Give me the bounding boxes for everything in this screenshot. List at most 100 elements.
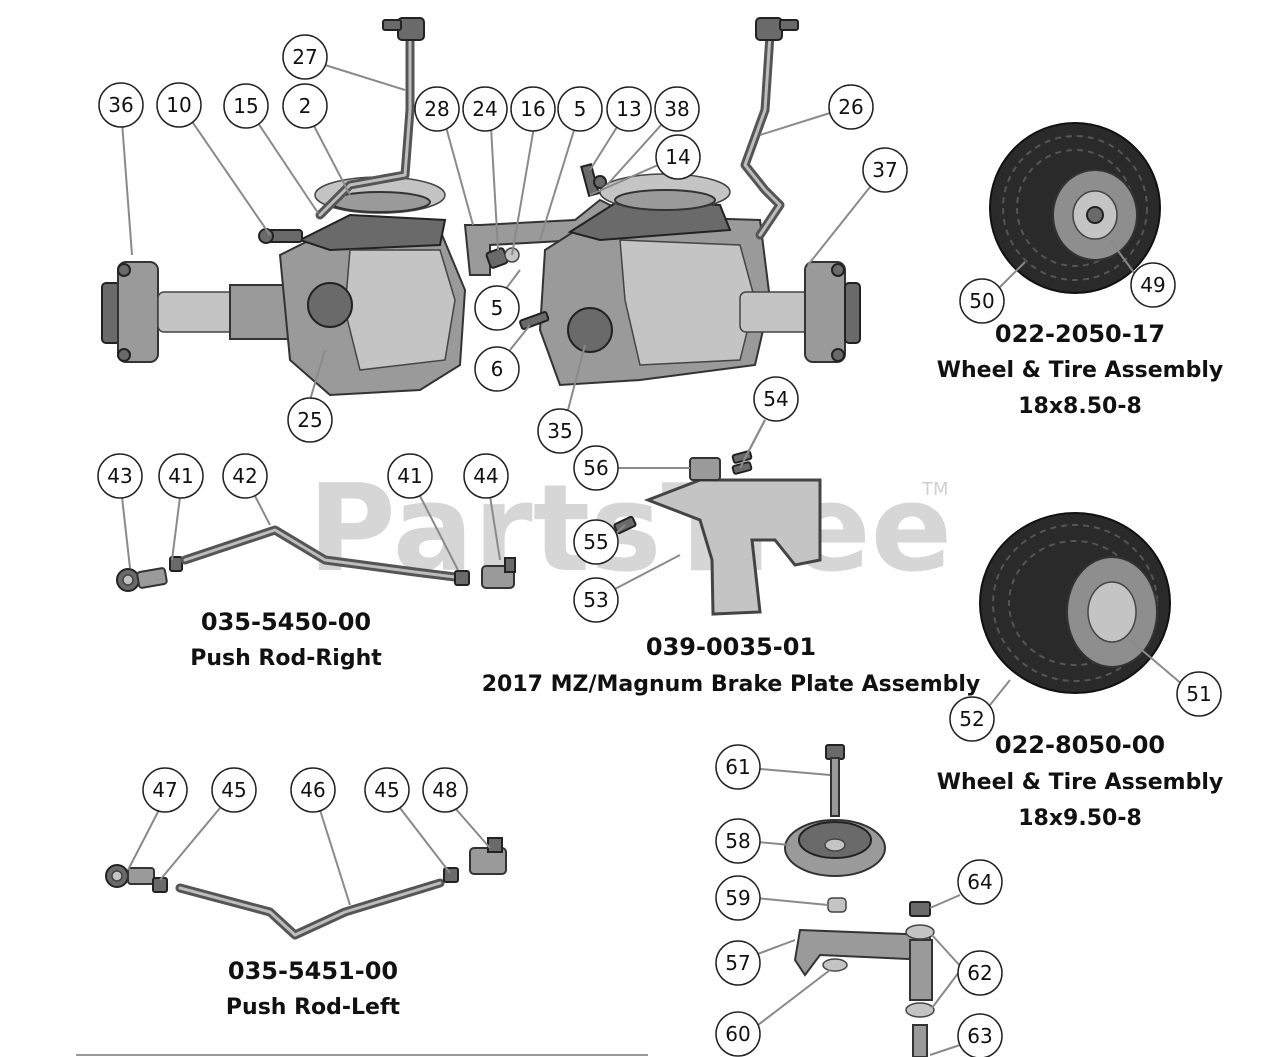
svg-text:62: 62 bbox=[967, 961, 992, 985]
pushrod-left-name: Push Rod-Left bbox=[226, 995, 401, 1020]
svg-text:45: 45 bbox=[374, 778, 399, 802]
svg-text:5: 5 bbox=[491, 296, 504, 320]
callout-60: 60 bbox=[715, 1011, 761, 1057]
svg-text:6: 6 bbox=[491, 357, 504, 381]
tire1-name: Wheel & Tire Assembly bbox=[937, 358, 1223, 383]
svg-text:46: 46 bbox=[300, 778, 325, 802]
svg-text:10: 10 bbox=[166, 93, 191, 117]
svg-text:60: 60 bbox=[725, 1022, 750, 1046]
idler-assembly-drawing bbox=[784, 744, 935, 1057]
leader-lines bbox=[121, 64, 1184, 1056]
svg-text:27: 27 bbox=[292, 45, 317, 69]
tire1-size: 18x8.50-8 bbox=[1018, 394, 1142, 419]
svg-text:26: 26 bbox=[838, 95, 863, 119]
pushrod-right-name: Push Rod-Right bbox=[190, 646, 382, 671]
callout-59: 59 bbox=[715, 875, 761, 921]
callout-37: 37 bbox=[862, 147, 908, 193]
callout-2: 2 bbox=[282, 83, 328, 129]
svg-text:50: 50 bbox=[969, 289, 994, 313]
svg-text:16: 16 bbox=[520, 97, 545, 121]
callout-52: 52 bbox=[949, 696, 995, 742]
svg-text:37: 37 bbox=[872, 158, 897, 182]
callout-53: 53 bbox=[573, 577, 619, 623]
push-rod-left-drawing bbox=[105, 837, 507, 940]
svg-text:35: 35 bbox=[547, 419, 572, 443]
svg-text:54: 54 bbox=[763, 387, 788, 411]
pushrod-left-part-number: 035-5451-00 bbox=[228, 957, 398, 985]
callout-50: 50 bbox=[959, 278, 1005, 324]
callout-5a: 5 bbox=[557, 86, 603, 132]
callout-41b: 41 bbox=[387, 453, 433, 499]
callout-55: 55 bbox=[573, 519, 619, 565]
svg-text:41: 41 bbox=[168, 464, 193, 488]
assembly-labels: 022-2050-17 Wheel & Tire Assembly 18x8.5… bbox=[190, 320, 1223, 1020]
tire2-name: Wheel & Tire Assembly bbox=[937, 770, 1223, 795]
callout-49: 49 bbox=[1130, 262, 1176, 308]
svg-text:49: 49 bbox=[1140, 273, 1165, 297]
callout-27: 27 bbox=[282, 34, 328, 80]
tire2-size: 18x9.50-8 bbox=[1018, 806, 1142, 831]
svg-text:41: 41 bbox=[397, 464, 422, 488]
svg-text:56: 56 bbox=[583, 456, 608, 480]
svg-text:58: 58 bbox=[725, 829, 750, 853]
brake-plate-drawing bbox=[613, 450, 822, 616]
svg-text:55: 55 bbox=[583, 530, 608, 554]
svg-text:63: 63 bbox=[967, 1024, 992, 1048]
svg-text:15: 15 bbox=[233, 94, 258, 118]
callout-64: 64 bbox=[957, 859, 1003, 905]
callout-38: 38 bbox=[654, 86, 700, 132]
svg-text:36: 36 bbox=[108, 93, 133, 117]
left-transaxle bbox=[101, 176, 467, 397]
svg-text:51: 51 bbox=[1186, 682, 1211, 706]
push-rod-right-drawing bbox=[116, 525, 516, 592]
svg-text:43: 43 bbox=[107, 464, 132, 488]
svg-text:2: 2 bbox=[299, 94, 312, 118]
callout-63: 63 bbox=[957, 1013, 1003, 1057]
control-rod-left bbox=[740, 17, 799, 240]
svg-text:57: 57 bbox=[725, 951, 750, 975]
callout-36: 36 bbox=[98, 82, 144, 128]
callout-28: 28 bbox=[414, 86, 460, 132]
callout-45a: 45 bbox=[211, 767, 257, 813]
callout-42: 42 bbox=[222, 453, 268, 499]
svg-text:44: 44 bbox=[473, 464, 498, 488]
callout-56: 56 bbox=[573, 445, 619, 491]
svg-text:5: 5 bbox=[574, 97, 587, 121]
svg-text:53: 53 bbox=[583, 588, 608, 612]
callout-26: 26 bbox=[828, 84, 874, 130]
callout-44: 44 bbox=[463, 453, 509, 499]
svg-text:24: 24 bbox=[472, 97, 497, 121]
tire1-part-number: 022-2050-17 bbox=[995, 320, 1165, 348]
svg-text:61: 61 bbox=[725, 755, 750, 779]
svg-text:28: 28 bbox=[424, 97, 449, 121]
callout-14: 14 bbox=[655, 134, 701, 180]
svg-text:38: 38 bbox=[664, 97, 689, 121]
svg-text:14: 14 bbox=[665, 145, 690, 169]
callout-46: 46 bbox=[290, 767, 336, 813]
callout-5b: 5 bbox=[474, 285, 520, 331]
callout-16: 16 bbox=[510, 86, 556, 132]
callout-57: 57 bbox=[715, 940, 761, 986]
pushrod-right-part-number: 035-5450-00 bbox=[201, 608, 371, 636]
callout-54: 54 bbox=[753, 376, 799, 422]
callout-51: 51 bbox=[1176, 671, 1222, 717]
svg-text:64: 64 bbox=[967, 870, 992, 894]
callout-15: 15 bbox=[223, 83, 269, 129]
tire2-part-number: 022-8050-00 bbox=[995, 731, 1165, 759]
svg-text:59: 59 bbox=[725, 886, 750, 910]
callout-6: 6 bbox=[474, 346, 520, 392]
callout-35: 35 bbox=[537, 408, 583, 454]
svg-text:13: 13 bbox=[616, 97, 641, 121]
wheel-tire-2 bbox=[979, 512, 1171, 694]
callouts: 27 36 10 15 2 28 24 16 5 13 38 14 26 37 … bbox=[97, 34, 1222, 1057]
svg-text:45: 45 bbox=[221, 778, 246, 802]
callout-43: 43 bbox=[97, 453, 143, 499]
callout-47: 47 bbox=[142, 767, 188, 813]
callout-25: 25 bbox=[287, 397, 333, 443]
svg-text:42: 42 bbox=[232, 464, 257, 488]
watermark-tm: TM bbox=[921, 479, 949, 500]
callout-41a: 41 bbox=[158, 453, 204, 499]
brake-plate-name: 2017 MZ/Magnum Brake Plate Assembly bbox=[482, 672, 981, 697]
